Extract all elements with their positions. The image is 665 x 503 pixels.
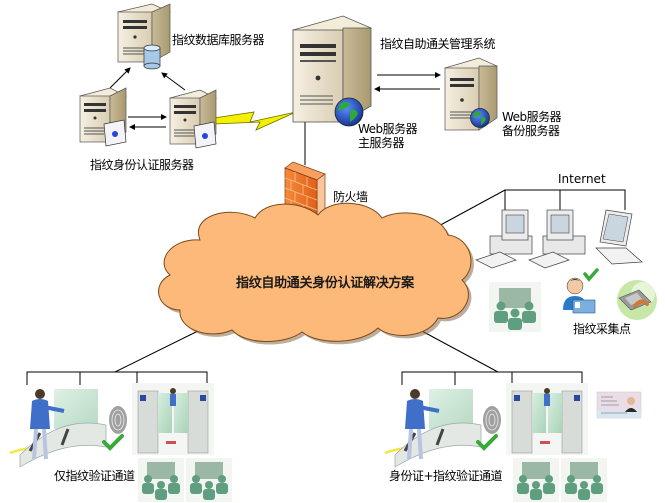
connections (26, 67, 626, 385)
collection-point-label: 指纹采集点 (573, 322, 631, 336)
auth-server-2-icon (169, 89, 217, 149)
check-icon (102, 434, 124, 451)
desktop-pc-2-icon (528, 209, 586, 269)
id-fp-channel-label: 身份证+指纹验证通道 (389, 469, 503, 483)
internet-label: Internet (558, 172, 606, 186)
network-cloud (158, 202, 474, 345)
meeting-people-icon-left-1 (138, 458, 184, 502)
gate-with-person-right-icon (384, 389, 482, 468)
firewall-label: 防火墙 (333, 190, 368, 204)
gate-with-person-left-icon (9, 389, 107, 468)
web-backup-label-line2: 备份服务器 (502, 124, 560, 138)
link-cloud-internet (434, 189, 506, 229)
link-cloud-right-channel (419, 329, 499, 373)
user-id-verified-icon (563, 268, 599, 314)
mgmt-system-label: 指纹自助通关管理系统 (380, 37, 496, 51)
web-backup-label-line1: Web服务器 (502, 110, 562, 124)
laptop-icon (595, 209, 643, 265)
link-auth1-db (109, 67, 131, 89)
globe-icon (334, 97, 364, 127)
diagram-title: 指纹自助通关身份认证解决方案 (236, 276, 414, 291)
fingerprint-icon (109, 406, 127, 434)
globe-icon-backup (470, 108, 490, 128)
meeting-people-icon-left-2 (186, 458, 232, 502)
database-icon (143, 44, 161, 70)
meeting-people-icon (489, 282, 541, 332)
fp-only-channel-label: 仅指纹验证通道 (54, 469, 135, 483)
gate-corridor-right-icon (506, 383, 588, 455)
link-cloud-left-channel (114, 329, 201, 373)
id-card-icon (596, 391, 642, 419)
lightning-link-icon (213, 111, 297, 131)
internet-bus (504, 189, 626, 210)
web-main-label-line2: 主服务器 (358, 136, 405, 150)
fingerprint-icon-right (483, 406, 501, 434)
auth-server-1-icon (79, 87, 127, 147)
right-channel-bus (401, 371, 583, 385)
link-auth2-db (161, 72, 186, 91)
left-channel-bus (26, 371, 208, 385)
meeting-people-icon-right-2 (561, 458, 607, 502)
gate-corridor-left-icon (132, 383, 214, 455)
fingerprint-scanner-icon (617, 280, 657, 320)
auth-servers-label: 指纹身份认证服务器 (90, 158, 194, 172)
check-icon-right (476, 434, 498, 451)
desktop-pc-1-icon (475, 209, 533, 269)
db-server-label: 指纹数据库服务器 (172, 33, 265, 47)
meeting-people-icon-right-1 (513, 458, 559, 502)
web-main-label-line1: Web服务器 (358, 122, 418, 136)
